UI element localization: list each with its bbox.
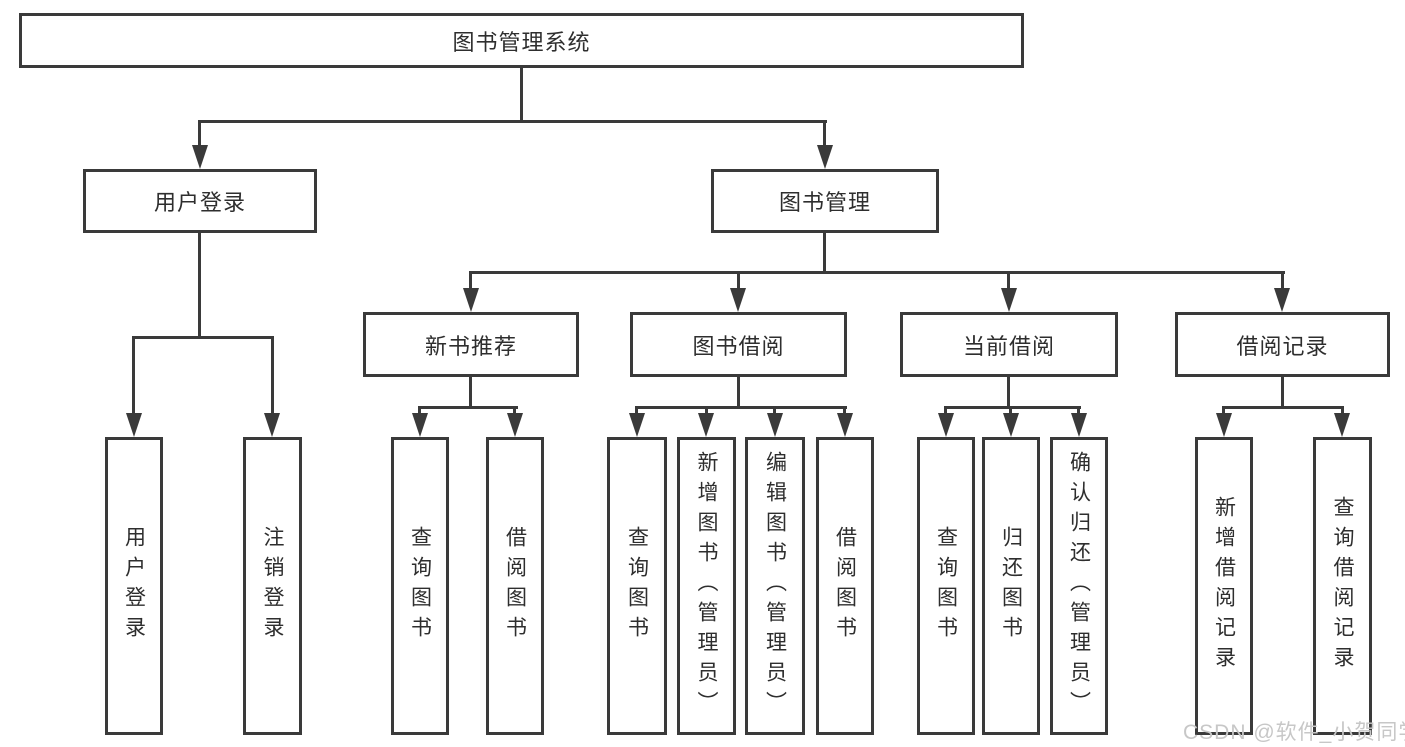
leaf-borrow-edit-books-admin-label: 编辑图书（管理员） bbox=[763, 451, 787, 721]
connector-line bbox=[1222, 406, 1225, 416]
connector-line bbox=[469, 271, 1285, 274]
leaf-current-confirm-return-admin: 确认归还（管理员） bbox=[1050, 437, 1108, 735]
arrow-down bbox=[507, 413, 523, 437]
leaf-newbook-borrow-books: 借阅图书 bbox=[486, 437, 544, 735]
arrow-down bbox=[817, 145, 833, 169]
leaf-borrow-borrow-books-label: 借阅图书 bbox=[833, 526, 857, 646]
arrow-down bbox=[1274, 288, 1290, 312]
arrow-down bbox=[1334, 413, 1350, 437]
connector-line bbox=[944, 406, 947, 416]
connector-line bbox=[198, 120, 201, 148]
leaf-current-return-books-label: 归还图书 bbox=[999, 526, 1023, 646]
leaf-current-return-books: 归还图书 bbox=[982, 437, 1040, 735]
arrow-down bbox=[192, 145, 208, 169]
csdn-watermark: CSDN @软件_小贺同学 bbox=[1183, 721, 1405, 744]
node-root-label: 图书管理系统 bbox=[452, 29, 591, 55]
node-book-management-label: 图书管理 bbox=[778, 190, 871, 215]
leaf-current-confirm-return-admin-label: 确认归还（管理员） bbox=[1067, 451, 1091, 721]
arrow-down bbox=[1001, 288, 1017, 312]
connector-line bbox=[469, 377, 472, 409]
leaf-records-add-record: 新增借阅记录 bbox=[1195, 437, 1253, 735]
leaf-user-login-label: 用户登录 bbox=[122, 526, 146, 646]
connector-line bbox=[513, 406, 516, 416]
leaf-newbook-query-books: 查询图书 bbox=[391, 437, 449, 735]
leaf-borrow-add-books-admin: 新增图书（管理员） bbox=[677, 437, 736, 735]
connector-line bbox=[1007, 377, 1010, 409]
node-book-borrow: 图书借阅 bbox=[630, 312, 847, 377]
connector-line bbox=[773, 406, 776, 416]
leaf-records-add-record-label: 新增借阅记录 bbox=[1212, 496, 1236, 676]
node-current-borrow: 当前借阅 bbox=[900, 312, 1118, 377]
connector-line bbox=[271, 336, 274, 416]
leaf-borrow-add-books-admin-label: 新增图书（管理员） bbox=[695, 451, 718, 721]
arrow-down bbox=[767, 413, 783, 437]
connector-line bbox=[1077, 406, 1080, 416]
connector-line bbox=[132, 336, 135, 416]
leaf-borrow-edit-books-admin: 编辑图书（管理员） bbox=[745, 437, 805, 735]
connector-line bbox=[1009, 406, 1012, 416]
arrow-down bbox=[938, 413, 954, 437]
connector-line bbox=[520, 68, 523, 123]
arrow-down bbox=[1071, 413, 1087, 437]
connector-line bbox=[737, 271, 740, 291]
connector-line bbox=[635, 406, 847, 409]
connector-line bbox=[1341, 406, 1344, 416]
leaf-logout: 注销登录 bbox=[243, 437, 302, 735]
connector-line bbox=[823, 233, 826, 274]
node-user-login: 用户登录 bbox=[83, 169, 317, 233]
arrow-down bbox=[1216, 413, 1232, 437]
arrow-down bbox=[698, 413, 714, 437]
node-book-borrow-label: 图书借阅 bbox=[692, 333, 785, 359]
connector-line bbox=[944, 406, 1081, 409]
connector-line bbox=[1281, 271, 1284, 291]
node-current-borrow-label: 当前借阅 bbox=[962, 333, 1055, 359]
connector-line bbox=[823, 120, 826, 148]
connector-line bbox=[418, 406, 421, 416]
leaf-current-query-books-label: 查询图书 bbox=[934, 526, 958, 646]
connector-line bbox=[418, 406, 518, 409]
leaf-records-query-record: 查询借阅记录 bbox=[1313, 437, 1372, 735]
connector-line bbox=[843, 406, 846, 416]
connector-line bbox=[705, 406, 708, 416]
leaf-newbook-borrow-books-label: 借阅图书 bbox=[503, 526, 527, 646]
node-borrow-records: 借阅记录 bbox=[1175, 312, 1390, 377]
leaf-user-login: 用户登录 bbox=[105, 437, 163, 735]
connector-line bbox=[1222, 406, 1344, 409]
leaf-newbook-query-books-label: 查询图书 bbox=[408, 526, 432, 646]
arrow-down bbox=[463, 288, 479, 312]
connector-line bbox=[198, 233, 201, 339]
leaf-logout-label: 注销登录 bbox=[261, 526, 284, 646]
node-root: 图书管理系统 bbox=[19, 13, 1024, 68]
leaf-records-query-record-label: 查询借阅记录 bbox=[1331, 496, 1354, 676]
arrow-down bbox=[1003, 413, 1019, 437]
leaf-borrow-borrow-books: 借阅图书 bbox=[816, 437, 874, 735]
node-book-management: 图书管理 bbox=[711, 169, 939, 233]
arrow-down bbox=[126, 413, 142, 437]
connector-line bbox=[1281, 377, 1284, 409]
node-borrow-records-label: 借阅记录 bbox=[1236, 333, 1329, 359]
node-user-login-label: 用户登录 bbox=[153, 190, 246, 215]
leaf-current-query-books: 查询图书 bbox=[917, 437, 975, 735]
arrow-down bbox=[412, 413, 428, 437]
connector-line bbox=[198, 120, 827, 123]
leaf-borrow-query-books-label: 查询图书 bbox=[625, 526, 649, 646]
connector-line bbox=[469, 271, 472, 291]
connector-line bbox=[1007, 271, 1010, 291]
node-new-book-recommend: 新书推荐 bbox=[363, 312, 579, 377]
node-new-book-recommend-label: 新书推荐 bbox=[424, 333, 517, 359]
arrow-down bbox=[629, 413, 645, 437]
leaf-borrow-query-books: 查询图书 bbox=[607, 437, 667, 735]
connector-line bbox=[737, 377, 740, 409]
arrow-down bbox=[837, 413, 853, 437]
arrow-down bbox=[730, 288, 746, 312]
connector-line bbox=[635, 406, 638, 416]
arrow-down bbox=[264, 413, 280, 437]
connector-line bbox=[132, 336, 274, 339]
